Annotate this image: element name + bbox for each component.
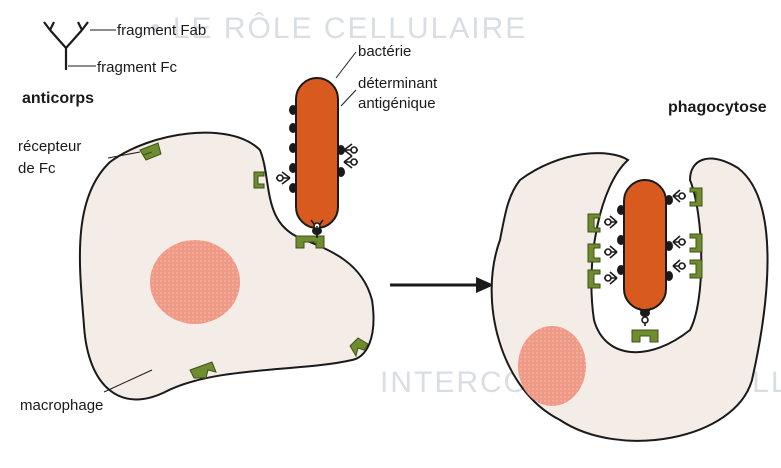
engulfed-bacteria	[624, 180, 666, 310]
determinant-label-line2: antigénique	[358, 95, 436, 112]
left-nucleus	[150, 240, 240, 324]
determinant-label-line1: déterminant	[358, 75, 438, 92]
receptor-label-line1: récepteur	[18, 138, 81, 155]
fab-fragment-label: fragment Fab	[117, 22, 206, 39]
fc-fragment-label: fragment Fc	[97, 59, 178, 76]
process-arrow	[390, 277, 494, 293]
phagocytosis-label: phagocytose	[668, 99, 767, 116]
antibody-label: anticorps	[22, 90, 94, 107]
bacteria	[296, 78, 338, 228]
right-nucleus	[518, 326, 586, 406]
receptor-label-line2: de Fc	[18, 160, 56, 177]
macrophage-label: macrophage	[20, 397, 103, 414]
svg-text:• LE RÔLE CELLULAIRE: • LE RÔLE CELLULAIRE	[150, 11, 527, 45]
bacteria-label: bactérie	[358, 43, 411, 60]
